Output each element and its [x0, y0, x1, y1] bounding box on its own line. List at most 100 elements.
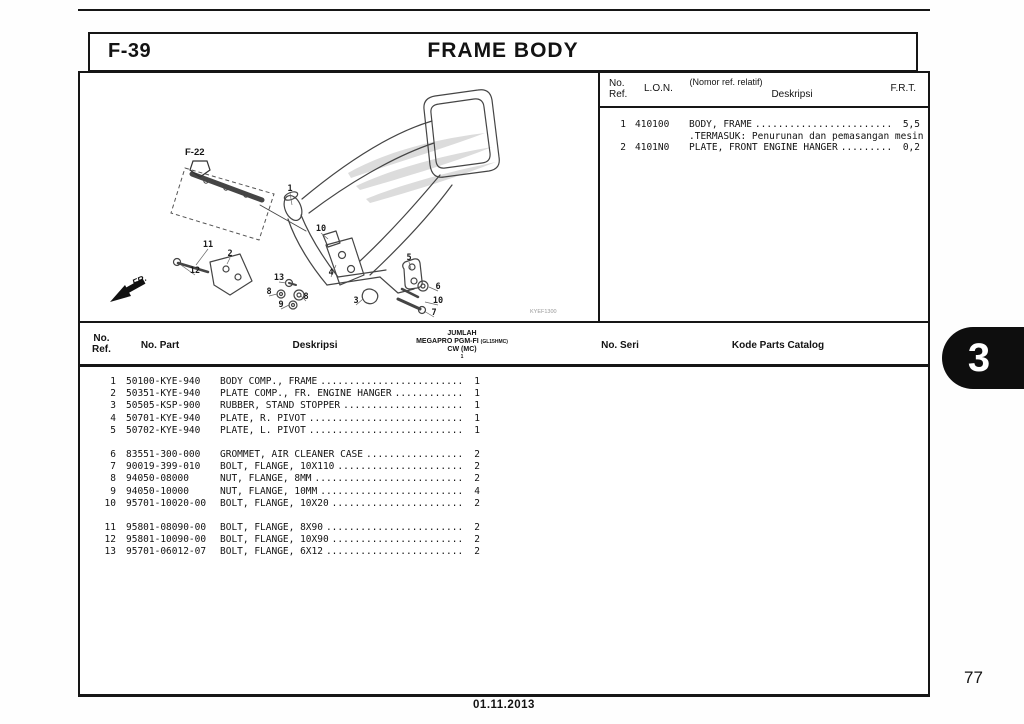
lon-header-frt: F.R.T.: [890, 83, 916, 94]
part-row-description: BOLT, FLANGE, 10X90: [220, 534, 329, 546]
dot-leader: ........................................…: [754, 119, 893, 130]
lon-row-code: 410100: [635, 119, 670, 130]
frame-line-art: [172, 89, 500, 315]
row-group-gap: [96, 510, 480, 522]
callout-leader-line: [423, 310, 435, 318]
callout-leader-line: [278, 281, 287, 284]
parts-header-no-seri: No. Seri: [601, 340, 639, 351]
callout-number: 8: [303, 292, 308, 302]
part-row-quantity: 2: [474, 546, 480, 558]
callout-number: 7: [431, 308, 436, 318]
part-row-description: RUBBER, STAND STOPPER: [220, 400, 341, 412]
lon-header-lon: L.O.N.: [644, 83, 673, 94]
dot-leader: ........................................…: [840, 142, 893, 153]
lon-table-header: No. Ref. L.O.N. (Nomor ref. relatif) Des…: [600, 73, 928, 108]
dot-leader: ........................................…: [366, 449, 461, 461]
dot-leader: ........................................…: [320, 376, 461, 387]
part-row-description: BOLT, FLANGE, 8X90: [220, 522, 323, 534]
callout-leader-line: [300, 295, 307, 302]
fr-direction-arrow: FR.: [110, 273, 148, 302]
section-code: F-39: [108, 40, 152, 62]
callout-number: 5: [406, 253, 411, 263]
part-row-description: BOLT, FLANGE, 10X110: [220, 461, 335, 473]
part-row-description: NUT, FLANGE, 10MM: [220, 485, 318, 497]
lon-row-note: .TERMASUK: Penurunan dan pemasangan mesi…: [689, 130, 924, 142]
part-row-ref-no: 12: [104, 534, 116, 546]
dot-leader: ........................................…: [325, 546, 461, 558]
dot-leader: ........................................…: [314, 473, 461, 485]
part-row-ref-no: 6: [110, 449, 116, 461]
callout-number: 9: [278, 300, 283, 310]
part-row-number: 95801-08090-00: [126, 522, 207, 534]
part-row-number: 83551-300-000: [126, 449, 201, 461]
inset-reference-label: F-22: [185, 147, 205, 158]
dot-leader: ........................................…: [320, 485, 461, 497]
callout-leader-line: [408, 261, 412, 270]
callout-leader-line: [320, 232, 329, 240]
lon-row-no: 2: [620, 142, 626, 153]
callout-number: 10: [433, 296, 443, 306]
part-row-description: BOLT, FLANGE, 10X20: [220, 497, 329, 509]
callout-number: 2: [227, 249, 232, 259]
part-row-number: 50702-KYE-940: [126, 424, 201, 436]
callout-leader-line: [180, 264, 196, 276]
callout-leader-line: [428, 286, 439, 292]
part-row-ref-no: 10: [104, 497, 116, 509]
inset-dashed-box: [170, 167, 275, 241]
lon-reference-table: No. Ref. L.O.N. (Nomor ref. relatif) Des…: [598, 73, 928, 321]
part-row-number: 95701-06012-07: [126, 546, 207, 558]
part-row-description: GROMMET, AIR CLEANER CASE: [220, 449, 363, 461]
callout-leader-line: [268, 293, 278, 297]
parts-table-header: No. Ref. No. Part Deskripsi JUMLAH MEGAP…: [80, 321, 928, 367]
part-row-number: 95801-10090-00: [126, 534, 207, 546]
part-row-quantity: 2: [474, 497, 480, 509]
callout-number: 10: [316, 224, 326, 234]
part-row-quantity: 1: [474, 424, 480, 436]
diagram-code: KYEF1300: [530, 309, 557, 315]
part-row-quantity: 2: [474, 522, 480, 534]
callout-number: 13: [274, 273, 284, 283]
part-row-quantity: 2: [474, 534, 480, 546]
part-row-number: 50351-KYE-940: [126, 388, 201, 400]
part-row-number: 94050-08000: [126, 473, 189, 485]
lon-row-no: 1: [620, 119, 626, 130]
part-row-ref-no: 9: [110, 485, 116, 497]
part-row-description: NUT, FLANGE, 8MM: [220, 473, 312, 485]
part-row-quantity: 1: [474, 388, 480, 400]
lon-row-frt: 5,5: [902, 119, 920, 130]
lon-header-relatif: (Nomor ref. relatif): [689, 77, 763, 87]
callout-number: 4: [328, 268, 333, 278]
part-row-ref-no: 7: [110, 461, 116, 473]
part-row-number: 50100-KYE-940: [126, 376, 201, 387]
lon-row-frt: 0,2: [902, 142, 920, 153]
top-rule: [78, 9, 930, 11]
parts-table-row: 6 83551-300-000 GROMMET, AIR CLEANER CASE.…: [96, 449, 480, 461]
callout-leader-line: [280, 304, 290, 310]
callout-leader-line: [195, 248, 209, 266]
dot-leader: ........................................…: [394, 388, 461, 400]
inset-pointer-icon: [189, 160, 211, 178]
callout-number: 1: [287, 184, 292, 194]
part-row-quantity: 2: [474, 461, 480, 473]
page-number: 77: [964, 668, 983, 687]
callout-number: 12: [190, 266, 200, 276]
callout-leader-line: [355, 298, 364, 306]
part-row-ref-no: 13: [104, 546, 116, 558]
row-group-gap: [96, 437, 480, 449]
lon-row-description: PLATE, FRONT ENGINE HANGER: [689, 142, 838, 153]
callout-leader-line: [289, 192, 293, 206]
dot-leader: ........................................…: [308, 424, 461, 436]
part-row-quantity: 1: [474, 400, 480, 412]
